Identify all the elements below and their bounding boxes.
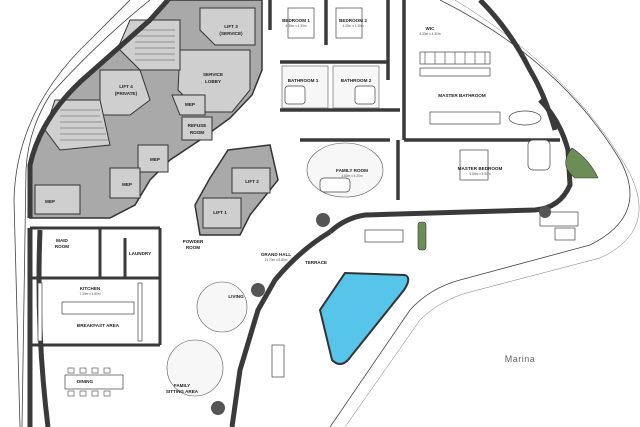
label-mep-core: MEP xyxy=(185,102,195,107)
refuse-room xyxy=(181,116,213,141)
service-walls xyxy=(30,226,162,347)
dining-chairs xyxy=(67,367,111,397)
columns xyxy=(211,206,551,415)
planter-2 xyxy=(565,147,599,179)
marina-edge-inner xyxy=(344,0,640,427)
label-mep-4: MEP xyxy=(45,199,55,204)
label-bedroom1: BEDROOM 1 xyxy=(282,18,310,23)
label-bedroom2-dim: 4.30m x 4.30m xyxy=(342,24,363,28)
label-family: FAMILY xyxy=(174,383,190,388)
label-wic-dim: 4.30m x 4.30m xyxy=(419,32,440,36)
label-laundry: LAUNDRY xyxy=(129,251,151,256)
label-kitchen-dim: 7.30m x 4.80m xyxy=(79,292,100,296)
label-lift4: LIFT 4 xyxy=(119,84,133,89)
master-curve xyxy=(478,0,558,131)
kitchen-island xyxy=(61,301,135,315)
master-bed xyxy=(459,149,489,181)
label-grand-hall: GRAND HALL xyxy=(261,252,292,257)
wic-shelving xyxy=(419,51,491,77)
terrace-dining-table xyxy=(364,229,404,243)
label-family-sub: SITTING AREA xyxy=(166,389,199,394)
room-labels: LIFT 3 (SERVICE) SERVICE LOBBY LIFT 4 (P… xyxy=(45,18,502,394)
label-bedroom1-dim: 4.30m x 4.30m xyxy=(285,24,306,28)
terrace-chaise xyxy=(554,227,576,241)
label-bedroom2: BEDROOM 2 xyxy=(339,18,367,23)
label-family-room: FAMILY ROOM xyxy=(336,168,368,173)
kitchen-counter xyxy=(37,282,143,342)
label-lift3-sub: (SERVICE) xyxy=(219,31,243,36)
site-boundary xyxy=(13,0,151,427)
label-master-bath: MASTER BATHROOM xyxy=(438,93,486,98)
label-kitchen: KITCHEN xyxy=(80,286,101,291)
dining-table xyxy=(64,374,124,390)
label-grand-hall-dim: 21.70m x 8.80m xyxy=(265,258,288,262)
lift3-shaft xyxy=(199,7,256,46)
label-family-room-dim: 4.60m x 4.20m xyxy=(341,174,362,178)
lift2-car xyxy=(231,167,271,194)
pool xyxy=(318,271,410,365)
label-wic: WIC xyxy=(426,26,436,31)
master-sofa xyxy=(527,139,551,171)
label-service-lobby-sub: LOBBY xyxy=(205,79,221,84)
label-dining: DINING xyxy=(77,379,94,384)
living-curve-wall xyxy=(229,229,332,427)
stair-treads xyxy=(60,29,175,141)
label-lift3: LIFT 3 xyxy=(224,24,238,29)
mep-room-b xyxy=(137,144,169,173)
label-terrace: TERRACE xyxy=(305,260,327,265)
bedroom2-bed xyxy=(335,7,363,39)
label-bathroom2: BATHROOM 2 xyxy=(341,78,372,83)
bathroom2-tub xyxy=(354,85,376,105)
master-vanity xyxy=(429,111,501,125)
mep-room-d xyxy=(34,184,81,215)
family-sitting-rug xyxy=(166,339,224,397)
label-marina: Marina xyxy=(505,354,536,364)
terrace-sofa xyxy=(271,344,285,378)
bedroom-wing-south-wall xyxy=(328,98,573,234)
label-maid-sub: ROOM xyxy=(55,244,69,249)
label-service-lobby: SERVICE xyxy=(203,72,223,77)
bathroom1-tub xyxy=(284,85,306,105)
label-refuse-sub: ROOM xyxy=(190,130,204,135)
label-master-bed-dim: 5.60m x 4.50m xyxy=(469,172,490,176)
mep-room-a xyxy=(171,94,206,116)
label-living: LIVING xyxy=(228,294,244,299)
living-rug xyxy=(196,281,248,333)
label-lift1: LIFT 1 xyxy=(213,210,227,215)
label-breakfast: BREAKFAST AREA xyxy=(77,323,120,328)
mep-room-c xyxy=(109,167,141,199)
master-bathtub xyxy=(508,110,542,126)
label-mep-2: MEP xyxy=(150,157,160,162)
label-bathroom1: BATHROOM 1 xyxy=(288,78,319,83)
label-mep-3: MEP xyxy=(122,182,132,187)
label-master-bed: MASTER BEDROOM xyxy=(458,166,503,171)
label-powder: POWDER xyxy=(183,239,204,244)
marina-edge xyxy=(329,0,631,427)
bedroom1-bed xyxy=(287,7,315,39)
label-refuse: REFUSE xyxy=(188,123,207,128)
label-powder-sub: ROOM xyxy=(186,245,200,250)
planter-1 xyxy=(417,221,427,251)
north-core-wall xyxy=(27,0,170,218)
label-lift4-sub: (PRIVATE) xyxy=(115,91,138,96)
label-maid: MAID xyxy=(56,238,68,243)
label-lift2: LIFT 2 xyxy=(245,179,259,184)
family-room-sofa xyxy=(319,177,351,193)
lift1-car xyxy=(202,197,242,229)
